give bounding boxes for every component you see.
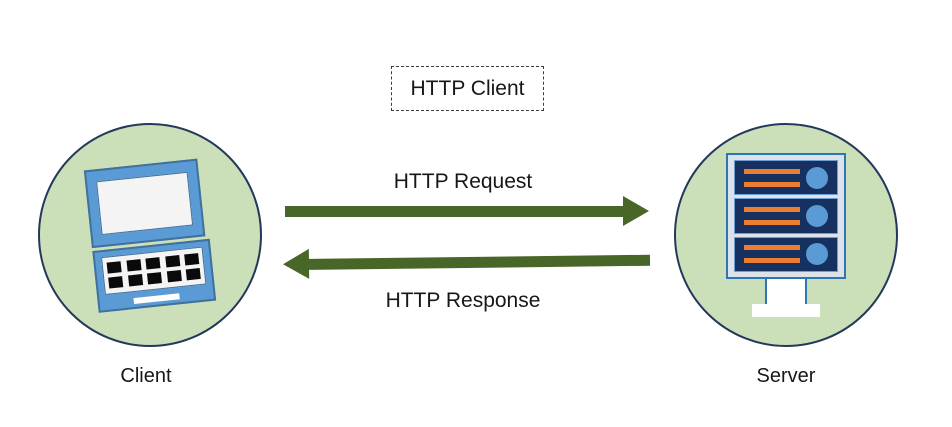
server-icon	[726, 153, 846, 317]
server-stand-neck	[765, 279, 807, 304]
rack-bar	[744, 206, 800, 212]
arrow-head-left-icon	[282, 248, 310, 280]
rack-slot-bars	[744, 206, 806, 225]
keyboard-key	[166, 269, 182, 283]
http-client-title-box: HTTP Client	[391, 66, 544, 111]
keyboard-key	[108, 275, 124, 289]
http-response-arrow	[282, 245, 651, 280]
rack-indicator-dot	[806, 204, 828, 227]
rack-slot-bars	[744, 168, 806, 187]
rack-indicator-dot	[806, 243, 828, 266]
server-rack-unit	[734, 160, 838, 196]
keyboard-key	[164, 254, 180, 267]
rack-slot-bars	[744, 245, 806, 264]
server-rack-unit	[734, 198, 838, 234]
http-request-arrow	[285, 196, 649, 226]
client-node	[38, 123, 262, 347]
server-stand-base	[752, 304, 820, 317]
laptop-lid	[83, 158, 206, 248]
http-response-label: HTTP Response	[385, 289, 541, 312]
arrow-head-right-icon	[623, 196, 649, 226]
keyboard-key	[127, 273, 143, 287]
arrow-shaft	[308, 254, 651, 270]
server-rack-frame	[726, 153, 846, 279]
http-request-label: HTTP Request	[393, 170, 533, 193]
rack-bar	[744, 258, 800, 264]
keyboard-key	[125, 258, 142, 271]
rack-bar	[744, 181, 800, 187]
rack-bar	[744, 168, 800, 174]
laptop-keyboard-base	[92, 238, 217, 313]
arrow-shaft	[285, 205, 623, 217]
server-node	[674, 123, 898, 347]
server-label: Server	[756, 365, 816, 387]
keyboard-key	[184, 252, 200, 265]
laptop-keyboard	[101, 246, 207, 295]
keyboard-key	[145, 256, 161, 269]
server-rack-unit	[734, 236, 838, 272]
rack-bar	[744, 219, 800, 225]
laptop-icon	[83, 158, 217, 313]
rack-bar	[744, 245, 800, 251]
laptop-touchpad	[133, 292, 180, 304]
title-box-label: HTTP Client	[410, 76, 525, 100]
client-label: Client	[120, 365, 172, 387]
laptop-screen	[96, 171, 194, 235]
rack-indicator-dot	[806, 166, 828, 189]
keyboard-key	[185, 267, 201, 281]
keyboard-key	[106, 260, 122, 273]
keyboard-key	[146, 271, 163, 285]
